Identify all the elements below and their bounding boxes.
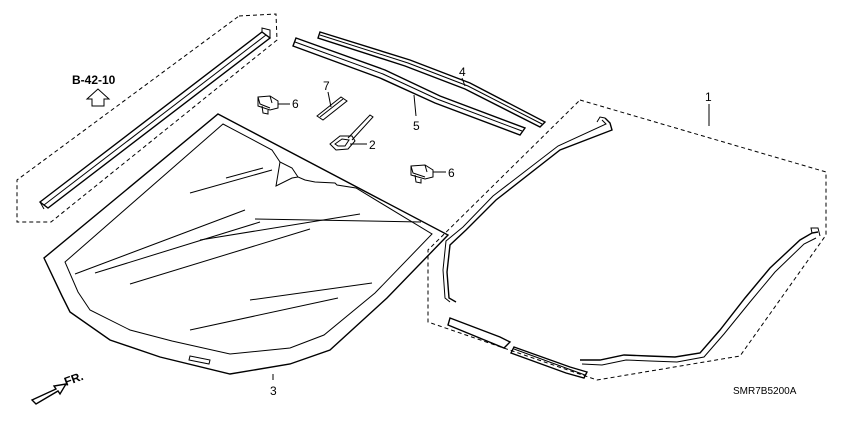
windshield-glass bbox=[43, 113, 450, 375]
callout-1[interactable]: 1 bbox=[705, 90, 712, 104]
side-molding bbox=[38, 27, 272, 210]
bracket-part-2 bbox=[329, 114, 374, 151]
reference-label[interactable]: B-42-10 bbox=[72, 73, 116, 87]
callout-4[interactable]: 4 bbox=[459, 65, 466, 79]
direction-label: FR. bbox=[62, 369, 85, 389]
callout-6a[interactable]: 6 bbox=[292, 97, 299, 111]
dashed-group-box bbox=[16, 13, 278, 223]
callout-3[interactable]: 3 bbox=[270, 384, 277, 398]
callout-2[interactable]: 2 bbox=[369, 138, 376, 152]
clip-part-6-a bbox=[257, 95, 279, 115]
spacer-part-7 bbox=[316, 96, 348, 121]
front-arrow-icon bbox=[30, 383, 68, 405]
dashed-group-box-2 bbox=[427, 99, 827, 381]
clip-part-6-b bbox=[410, 164, 434, 184]
diagram-code: SMR7B5200A bbox=[733, 386, 797, 397]
molding-part-4 bbox=[317, 31, 547, 128]
seal-part-1 bbox=[442, 116, 821, 379]
callout-7[interactable]: 7 bbox=[323, 79, 330, 93]
leader-5 bbox=[413, 94, 417, 117]
callout-6b[interactable]: 6 bbox=[448, 166, 455, 180]
up-arrow-icon bbox=[85, 88, 111, 107]
callout-5[interactable]: 5 bbox=[413, 119, 420, 133]
leader-4 bbox=[461, 77, 466, 87]
leader-7 bbox=[327, 91, 332, 108]
molding-part-5 bbox=[292, 37, 527, 136]
